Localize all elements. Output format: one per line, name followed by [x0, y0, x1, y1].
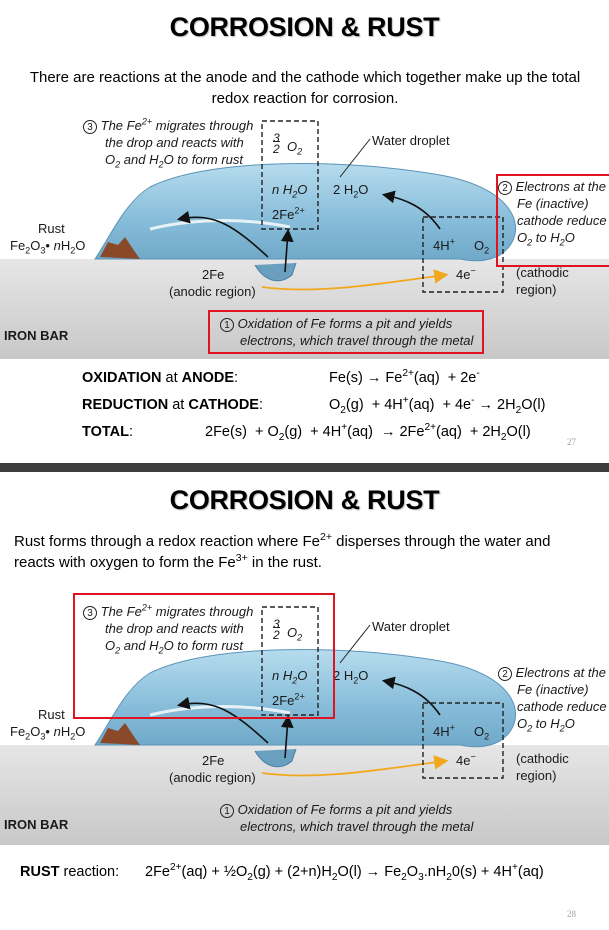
diagram-graphic [0, 120, 609, 359]
page-number: 28 [567, 909, 576, 919]
step3-text-line2: the drop and reacts with [105, 135, 244, 150]
step3-text-line3: O2 and H2O to form rust [105, 638, 244, 656]
two-h2o-label: 2 H2O [333, 182, 369, 200]
slide-27: CORROSION & RUST There are reactions at … [0, 12, 609, 447]
corrosion-diagram: 3 The Fe2+ migrates through the drop and… [0, 593, 609, 845]
step1-text-line2: electrons, which travel through the meta… [240, 333, 474, 348]
step2-text-line1: 2 Electrons at the [498, 179, 606, 195]
step3-text-line3: O2 and H2O to form rust [105, 152, 244, 170]
rust-equation: 2Fe2+(aq) + ½O2(g) + (2+n)H2O(l) → Fe2O3… [145, 862, 544, 883]
page-number: 27 [567, 437, 576, 447]
reduction-label: REDUCTION at CATHODE: [82, 397, 264, 413]
iron-bar-shape [0, 259, 609, 359]
two-h2o-label: 2 H2O [333, 668, 369, 686]
cathodic-region-1: (cathodic [516, 751, 569, 766]
highlight-step3 [73, 593, 335, 719]
slide-intro: There are reactions at the anode and the… [29, 69, 581, 107]
total-equation: 2Fe(s) + O2(g) + 4H+(aq) → 2Fe2+(aq) + 2… [205, 422, 531, 443]
water-droplet-label: Water droplet [372, 133, 450, 148]
anode-fe-label: 2Fe [202, 267, 225, 282]
four-h-label: 4H+ [433, 236, 455, 253]
total-label: TOTAL: [82, 424, 134, 440]
iron-bar-label: IRON BAR [4, 328, 69, 343]
step3-text-line1: 3 The Fe2+ migrates through [83, 603, 253, 620]
step2-text-line3: cathode reduce [517, 699, 607, 714]
step2-text-line2: Fe (inactive) [517, 196, 589, 211]
cathodic-region-2: region) [516, 768, 557, 783]
slide-intro: Rust forms through a redox reaction wher… [14, 531, 551, 571]
step2-circle: 2 [498, 667, 512, 681]
step3-circle: 3 [83, 606, 97, 620]
o2-label: O2 [287, 625, 303, 643]
slide-28: CORROSION & RUST Rust forms through a re… [0, 465, 609, 930]
anodic-region-label: (anodic region) [169, 770, 256, 785]
oxidation-label: OXIDATION at ANODE: [82, 370, 239, 386]
slide-title: CORROSION & RUST [169, 485, 440, 515]
rust-label: RUST reaction: [20, 864, 120, 880]
o2-cathode-label: O2 [474, 238, 490, 256]
step2-text-line2: Fe (inactive) [517, 682, 589, 697]
step3-text-line1: 3 The Fe2+ migrates through [83, 117, 253, 134]
step1-circle: 1 [220, 318, 234, 332]
rust-deposit [100, 237, 140, 259]
water-droplet-shape [94, 649, 516, 748]
step2-text-line4: O2 to H2O [517, 716, 575, 734]
fe2-label: 2Fe2+ [272, 691, 305, 708]
four-h-label: 4H+ [433, 722, 455, 739]
rust-deposit [100, 723, 140, 745]
rust-label: Rust [38, 707, 65, 722]
diagram-graphic [0, 606, 609, 845]
rust-label: Rust [38, 221, 65, 236]
four-e-label: 4e− [456, 751, 476, 768]
step2-circle: 2 [498, 181, 512, 195]
reduction-equation: O2(g) + 4H+(aq) + 4e- → 2H2O(l) [329, 395, 546, 416]
anodic-region-label: (anodic region) [169, 284, 256, 299]
water-droplet-shape [94, 163, 516, 262]
step2-text-line4: O2 to H2O [517, 230, 575, 248]
water-droplet-label: Water droplet [372, 619, 450, 634]
step3-text-line2: the drop and reacts with [105, 621, 244, 636]
step1-text-line1: 1 Oxidation of Fe forms a pit and yields [220, 316, 452, 332]
highlight-step1 [208, 310, 484, 354]
cathodic-region-2: region) [516, 282, 557, 297]
step3-circle: 3 [83, 120, 97, 134]
nh2o-label: n H2O [272, 668, 308, 686]
step1-text-line2: electrons, which travel through the meta… [240, 819, 474, 834]
o2-cathode-label: O2 [474, 724, 490, 742]
step1-circle: 1 [220, 804, 234, 818]
anode-fe-label: 2Fe [202, 753, 225, 768]
four-e-label: 4e− [456, 265, 476, 282]
rust-formula: Fe2O3• nH2O [10, 238, 86, 256]
step2-text-line3: cathode reduce [517, 213, 607, 228]
nh2o-label: n H2O [272, 182, 308, 200]
cathodic-region-1: (cathodic [516, 265, 569, 280]
o2-label: O2 [287, 139, 303, 157]
step1-text-line1: 1 Oxidation of Fe forms a pit and yields [220, 802, 452, 818]
oxidation-equation: Fe(s) → Fe2+(aq) + 2e- [329, 368, 480, 386]
slide-divider [0, 463, 609, 472]
step2-text-line1: 2 Electrons at the [498, 665, 606, 681]
highlight-step2 [496, 174, 609, 267]
rust-formula: Fe2O3• nH2O [10, 724, 86, 742]
iron-bar-label: IRON BAR [4, 817, 69, 832]
iron-bar-shape [0, 745, 609, 845]
fe2-label: 2Fe2+ [272, 205, 305, 222]
slide-title: CORROSION & RUST [169, 12, 440, 42]
corrosion-diagram: 3 The Fe2+ migrates through the drop and… [0, 107, 609, 359]
